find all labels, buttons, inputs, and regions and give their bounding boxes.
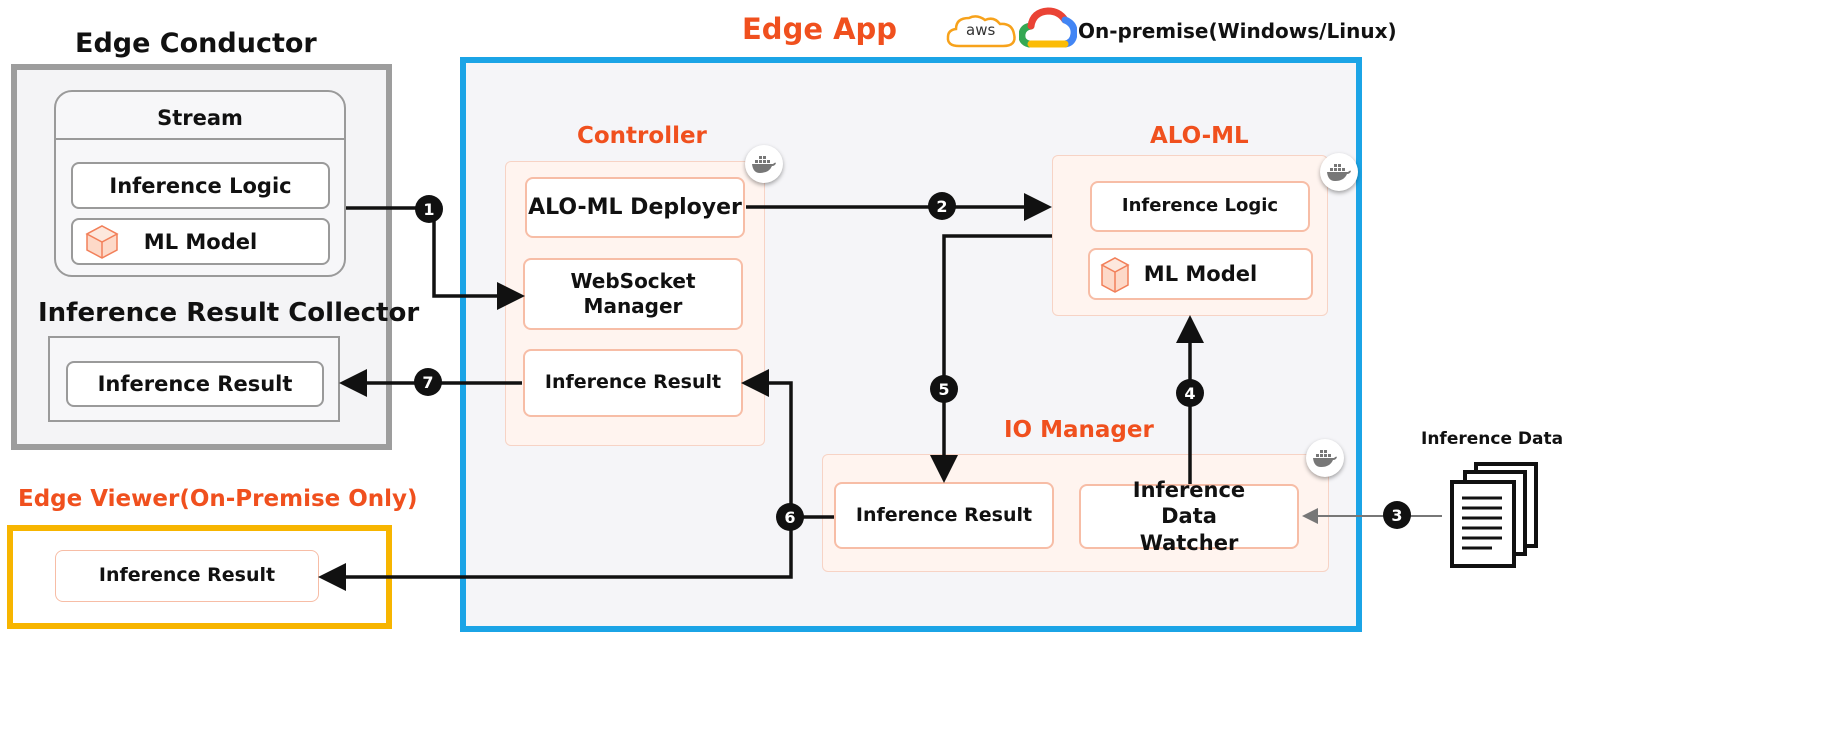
- alo-ml-title: ALO-ML: [1150, 123, 1249, 149]
- docker-icon: [745, 145, 783, 183]
- conductor-inference-logic[interactable]: Inference Logic: [71, 162, 330, 209]
- edge-app-title: Edge App: [742, 12, 898, 46]
- step-badge-2: 2: [928, 192, 956, 220]
- edge-viewer-title: Edge Viewer(On-Premise Only): [18, 486, 418, 512]
- conductor-ml-model-label: ML Model: [143, 229, 258, 254]
- step-badge-6: 6: [776, 503, 804, 531]
- aws-label: aws: [966, 21, 996, 39]
- step-badge-5: 5: [930, 375, 958, 403]
- connector-5: [930, 234, 1052, 483]
- controller-title: Controller: [577, 123, 707, 149]
- platform-label: On-premise(Windows/Linux): [1078, 19, 1397, 43]
- step-badge-1: 1: [415, 195, 443, 223]
- collector-inference-result[interactable]: Inference Result: [66, 361, 324, 407]
- document-stack-icon: [1448, 460, 1543, 570]
- controller-inference-result[interactable]: Inference Result: [523, 349, 743, 417]
- cube-icon: [85, 225, 119, 259]
- io-manager-title: IO Manager: [1004, 417, 1154, 443]
- alo-ml-ml-model[interactable]: ML Model: [1088, 248, 1313, 300]
- alo-ml-ml-model-label: ML Model: [1143, 261, 1258, 286]
- inference-data-label: Inference Data: [1421, 429, 1564, 449]
- docker-icon: [1306, 439, 1344, 477]
- stream-divider: [56, 138, 344, 140]
- step-badge-7: 7: [414, 368, 442, 396]
- aws-logo: aws: [945, 12, 1019, 52]
- alo-ml-deployer[interactable]: ALO-ML Deployer: [525, 177, 745, 238]
- cube-icon: [1100, 257, 1130, 293]
- websocket-manager[interactable]: WebSocket Manager: [523, 258, 743, 330]
- connector-6a: [741, 369, 834, 519]
- io-inference-result[interactable]: Inference Result: [834, 482, 1054, 549]
- edge-conductor-title: Edge Conductor: [75, 28, 317, 59]
- connector-1: [346, 206, 525, 310]
- conductor-ml-model[interactable]: ML Model: [71, 218, 330, 265]
- step-badge-3: 3: [1383, 501, 1411, 529]
- docker-icon: [1320, 153, 1358, 191]
- alo-ml-inference-logic[interactable]: Inference Logic: [1090, 181, 1310, 232]
- step-badge-4: 4: [1176, 379, 1204, 407]
- gcp-logo: [1018, 6, 1078, 54]
- connector-6b: [318, 517, 793, 591]
- collector-title: Inference Result Collector: [38, 298, 420, 328]
- viewer-inference-result[interactable]: Inference Result: [55, 550, 319, 602]
- stream-label: Stream: [157, 106, 243, 130]
